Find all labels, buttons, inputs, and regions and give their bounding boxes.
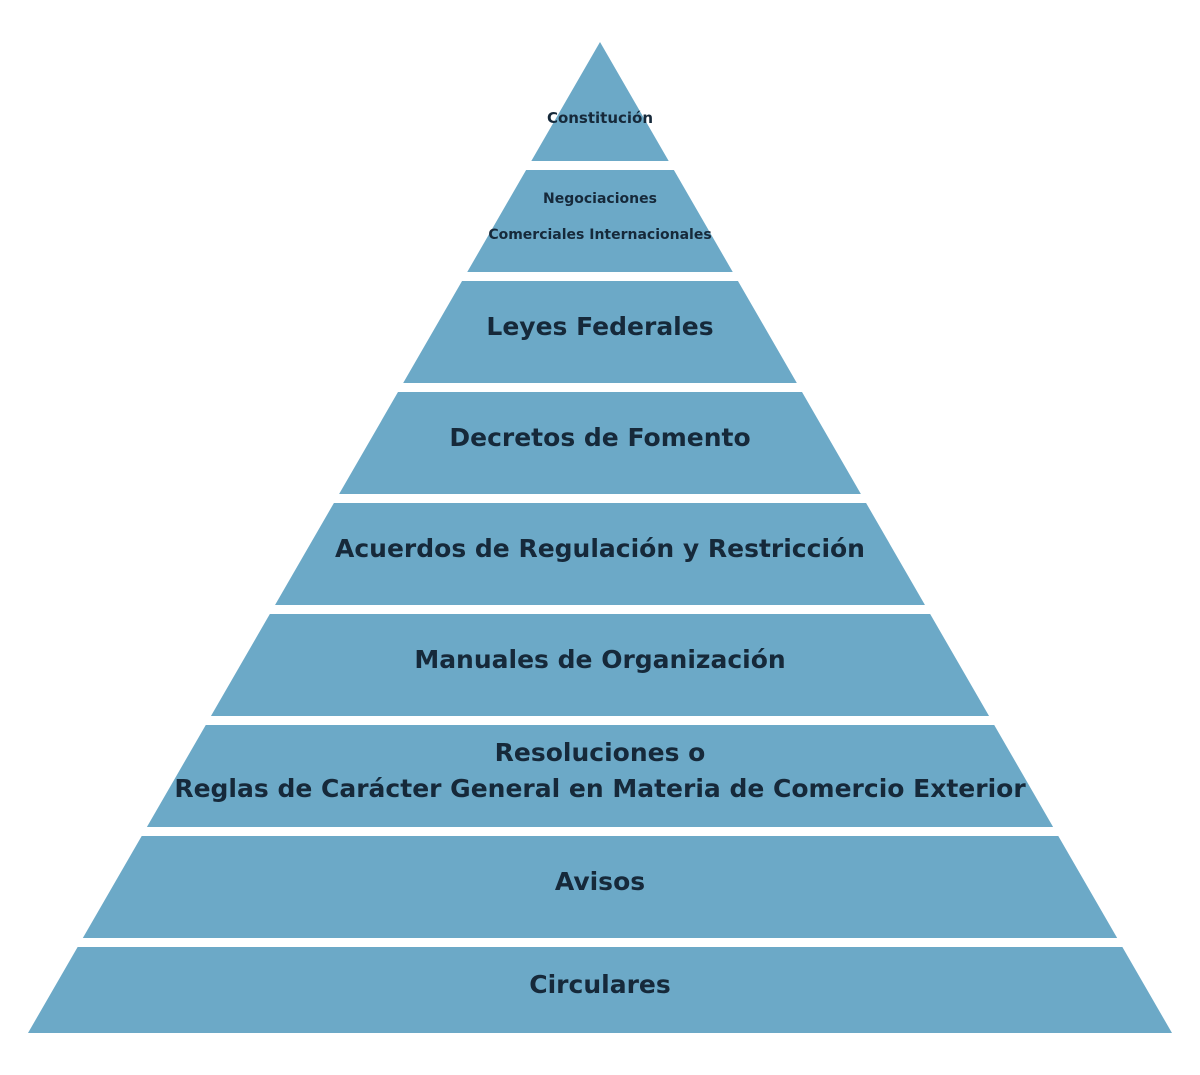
tier-label-line: Reglas de Carácter General en Materia de… <box>174 774 1026 803</box>
tier-label: Decretos de Fomento <box>449 423 750 452</box>
tier-label: Circulares <box>529 970 670 999</box>
pyramid-tier <box>403 281 797 383</box>
tier-label-line: Negociaciones <box>543 191 657 207</box>
tier-label: Leyes Federales <box>486 312 713 341</box>
tier-label-line: Constitución <box>547 109 653 127</box>
tier-label: Constitución <box>547 109 653 127</box>
pyramid-tier <box>467 170 733 272</box>
tier-label-line: Leyes Federales <box>486 312 713 341</box>
pyramid-tier <box>146 725 1054 827</box>
pyramid-tier <box>275 503 925 605</box>
tier-label: Avisos <box>555 867 645 896</box>
pyramid-tier <box>210 614 990 716</box>
tier-label-line: Resoluciones o <box>495 738 706 767</box>
tier-label-line: Circulares <box>529 970 670 999</box>
tier-label: Manuales de Organización <box>414 645 785 674</box>
tier-label-line: Acuerdos de Regulación y Restricción <box>335 534 865 563</box>
tier-label-line: Avisos <box>555 867 645 896</box>
pyramid-tier <box>28 947 1172 1033</box>
tier-label-line: Manuales de Organización <box>414 645 785 674</box>
pyramid-tier <box>339 392 861 494</box>
pyramid-tier <box>531 42 669 161</box>
tier-label: Resoluciones o Reglas de Carácter General… <box>174 738 1026 803</box>
tier-label: Acuerdos de Regulación y Restricción <box>335 534 865 563</box>
tier-label-line: Decretos de Fomento <box>449 423 750 452</box>
pyramid-tier <box>82 836 1118 938</box>
tier-label-line: Comerciales Internacionales <box>488 227 711 243</box>
